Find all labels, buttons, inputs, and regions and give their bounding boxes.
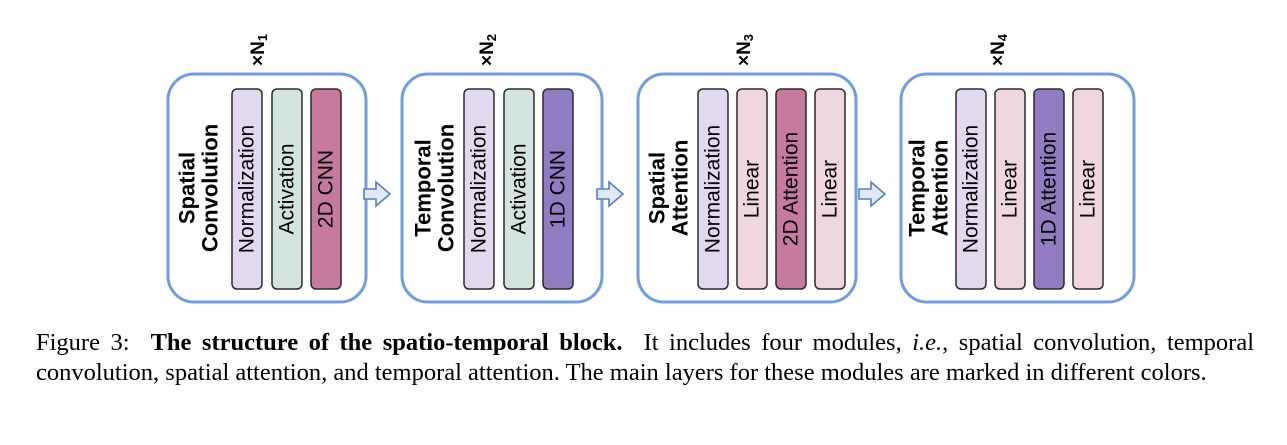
flow-arrow-3 <box>858 180 887 208</box>
caption-italic: i.e. <box>912 329 943 356</box>
repeat-label: ×N1 <box>248 34 270 66</box>
layer-label: Linear <box>999 160 1022 218</box>
layer-label: 1D CNN <box>547 150 570 228</box>
repeat-label: ×N4 <box>988 33 1010 66</box>
module-title-line: Attention <box>668 140 693 237</box>
layer-block <box>310 88 342 290</box>
flow-arrow-2 <box>596 180 625 208</box>
module-title-line: Temporal <box>411 139 436 236</box>
layer-label: Linear <box>1077 160 1100 218</box>
layer-block <box>814 88 846 290</box>
layer-block <box>1033 88 1065 290</box>
layer-label: Normalization <box>960 125 983 253</box>
layer-block <box>542 88 574 290</box>
module-title-line: Temporal <box>905 139 930 236</box>
repeat-subscript: 1 <box>255 34 270 41</box>
flow-arrow-1 <box>363 180 392 208</box>
layer-block <box>463 88 495 290</box>
repeat-subscript: 3 <box>741 34 756 41</box>
layer-block <box>736 88 768 290</box>
caption-text-1: It includes four modules, <box>643 329 902 356</box>
layer-block <box>503 88 535 290</box>
module-title-line: Convolution <box>434 124 459 252</box>
repeat-times: ×N <box>477 41 498 66</box>
layer-label: Linear <box>819 160 842 218</box>
layer-label: 2D CNN <box>315 150 338 228</box>
layer-label: Activation <box>276 143 299 234</box>
layer-block <box>775 88 807 290</box>
layer-block <box>697 88 729 290</box>
layer-block <box>955 88 987 290</box>
module-title-line: Spatial <box>175 152 200 224</box>
layer-label: Normalization <box>236 125 259 253</box>
layer-label: Activation <box>508 143 531 234</box>
layer-block <box>231 88 263 290</box>
repeat-subscript: 4 <box>995 33 1010 41</box>
repeat-subscript: 2 <box>484 34 499 41</box>
layer-block <box>994 88 1026 290</box>
layer-label: 2D Attention <box>780 132 803 246</box>
caption-text-2: , spatial convolution, temporal convolut… <box>36 329 1255 386</box>
layer-label: Normalization <box>468 125 491 253</box>
repeat-label: ×N2 <box>477 34 499 66</box>
layer-block <box>1072 88 1104 290</box>
figure-caption: Figure 3: The structure of the spatio-te… <box>36 328 1254 388</box>
module-title-line: Convolution <box>198 124 223 252</box>
layer-block <box>271 88 303 290</box>
layer-label: Normalization <box>702 125 725 253</box>
layer-label: 1D Attention <box>1038 132 1061 246</box>
repeat-label: ×N3 <box>734 34 756 66</box>
repeat-times: ×N <box>248 41 269 66</box>
repeat-times: ×N <box>988 41 1009 66</box>
layer-label: Linear <box>741 160 764 218</box>
module-title-line: Spatial <box>645 152 670 224</box>
caption-bold: The structure of the spatio-temporal blo… <box>150 329 623 356</box>
module-title-line: Attention <box>928 140 953 237</box>
caption-prefix: Figure 3: <box>36 329 130 356</box>
repeat-times: ×N <box>734 41 755 66</box>
